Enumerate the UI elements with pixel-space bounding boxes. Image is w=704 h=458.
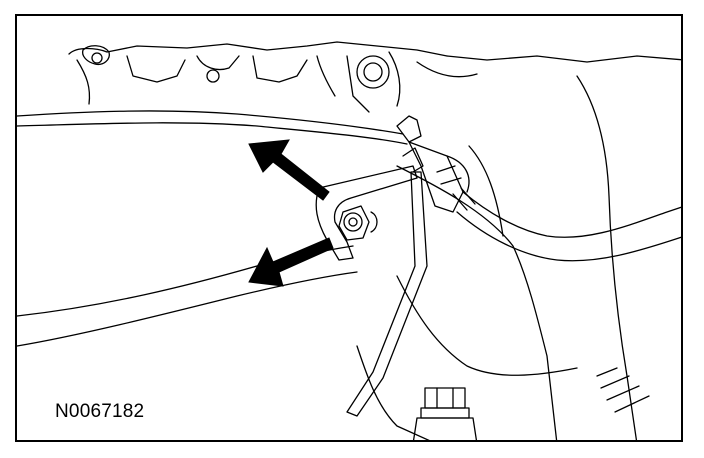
hose xyxy=(462,191,681,238)
figure-reference-number: N0067182 xyxy=(55,401,145,422)
callout-arrow-lower xyxy=(248,237,334,287)
engine-illustration xyxy=(17,41,681,440)
retaining-clip xyxy=(315,165,418,261)
engine-block-outline xyxy=(68,41,448,57)
tube-connector xyxy=(396,115,422,143)
dipstick-tube xyxy=(346,171,428,417)
figure-frame: N0067182 xyxy=(15,14,683,442)
drain-bolt xyxy=(424,387,466,409)
callout-arrow-upper xyxy=(248,139,330,201)
